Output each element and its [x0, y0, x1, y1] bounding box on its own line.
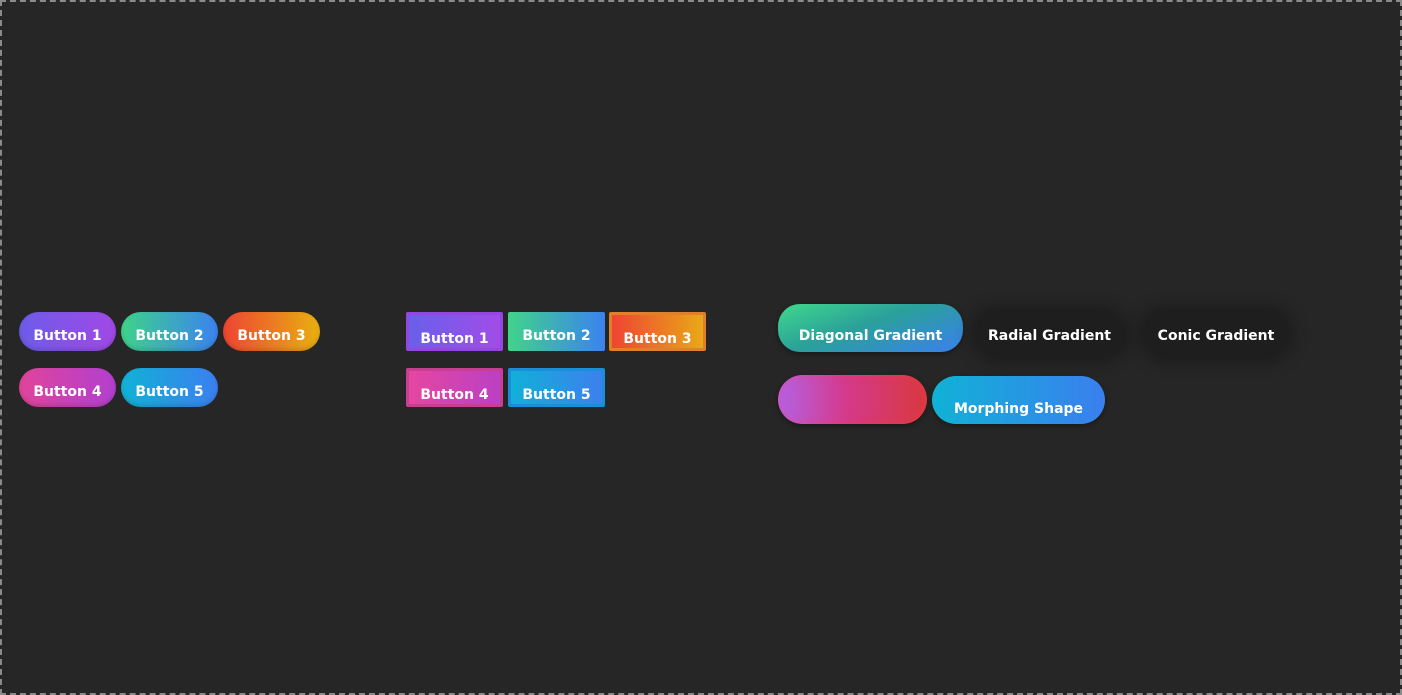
pill-button-3[interactable]: Button 3	[223, 312, 320, 351]
square-button-3[interactable]: Button 3	[609, 312, 706, 351]
animated-gradient-button[interactable]	[778, 375, 927, 424]
square-button-2[interactable]: Button 2	[508, 312, 605, 351]
conic-gradient-button[interactable]: Conic Gradient	[1145, 312, 1287, 356]
pill-button-5[interactable]: Button 5	[121, 368, 218, 407]
diagonal-gradient-button[interactable]: Diagonal Gradient	[778, 304, 963, 352]
square-button-1[interactable]: Button 1	[406, 312, 503, 351]
radial-gradient-button[interactable]: Radial Gradient	[977, 312, 1122, 356]
pill-button-1[interactable]: Button 1	[19, 312, 116, 351]
square-button-5[interactable]: Button 5	[508, 368, 605, 407]
pill-button-2[interactable]: Button 2	[121, 312, 218, 351]
morphing-shape-button[interactable]: Morphing Shape	[932, 376, 1105, 424]
square-button-4[interactable]: Button 4	[406, 368, 503, 407]
pill-button-4[interactable]: Button 4	[19, 368, 116, 407]
